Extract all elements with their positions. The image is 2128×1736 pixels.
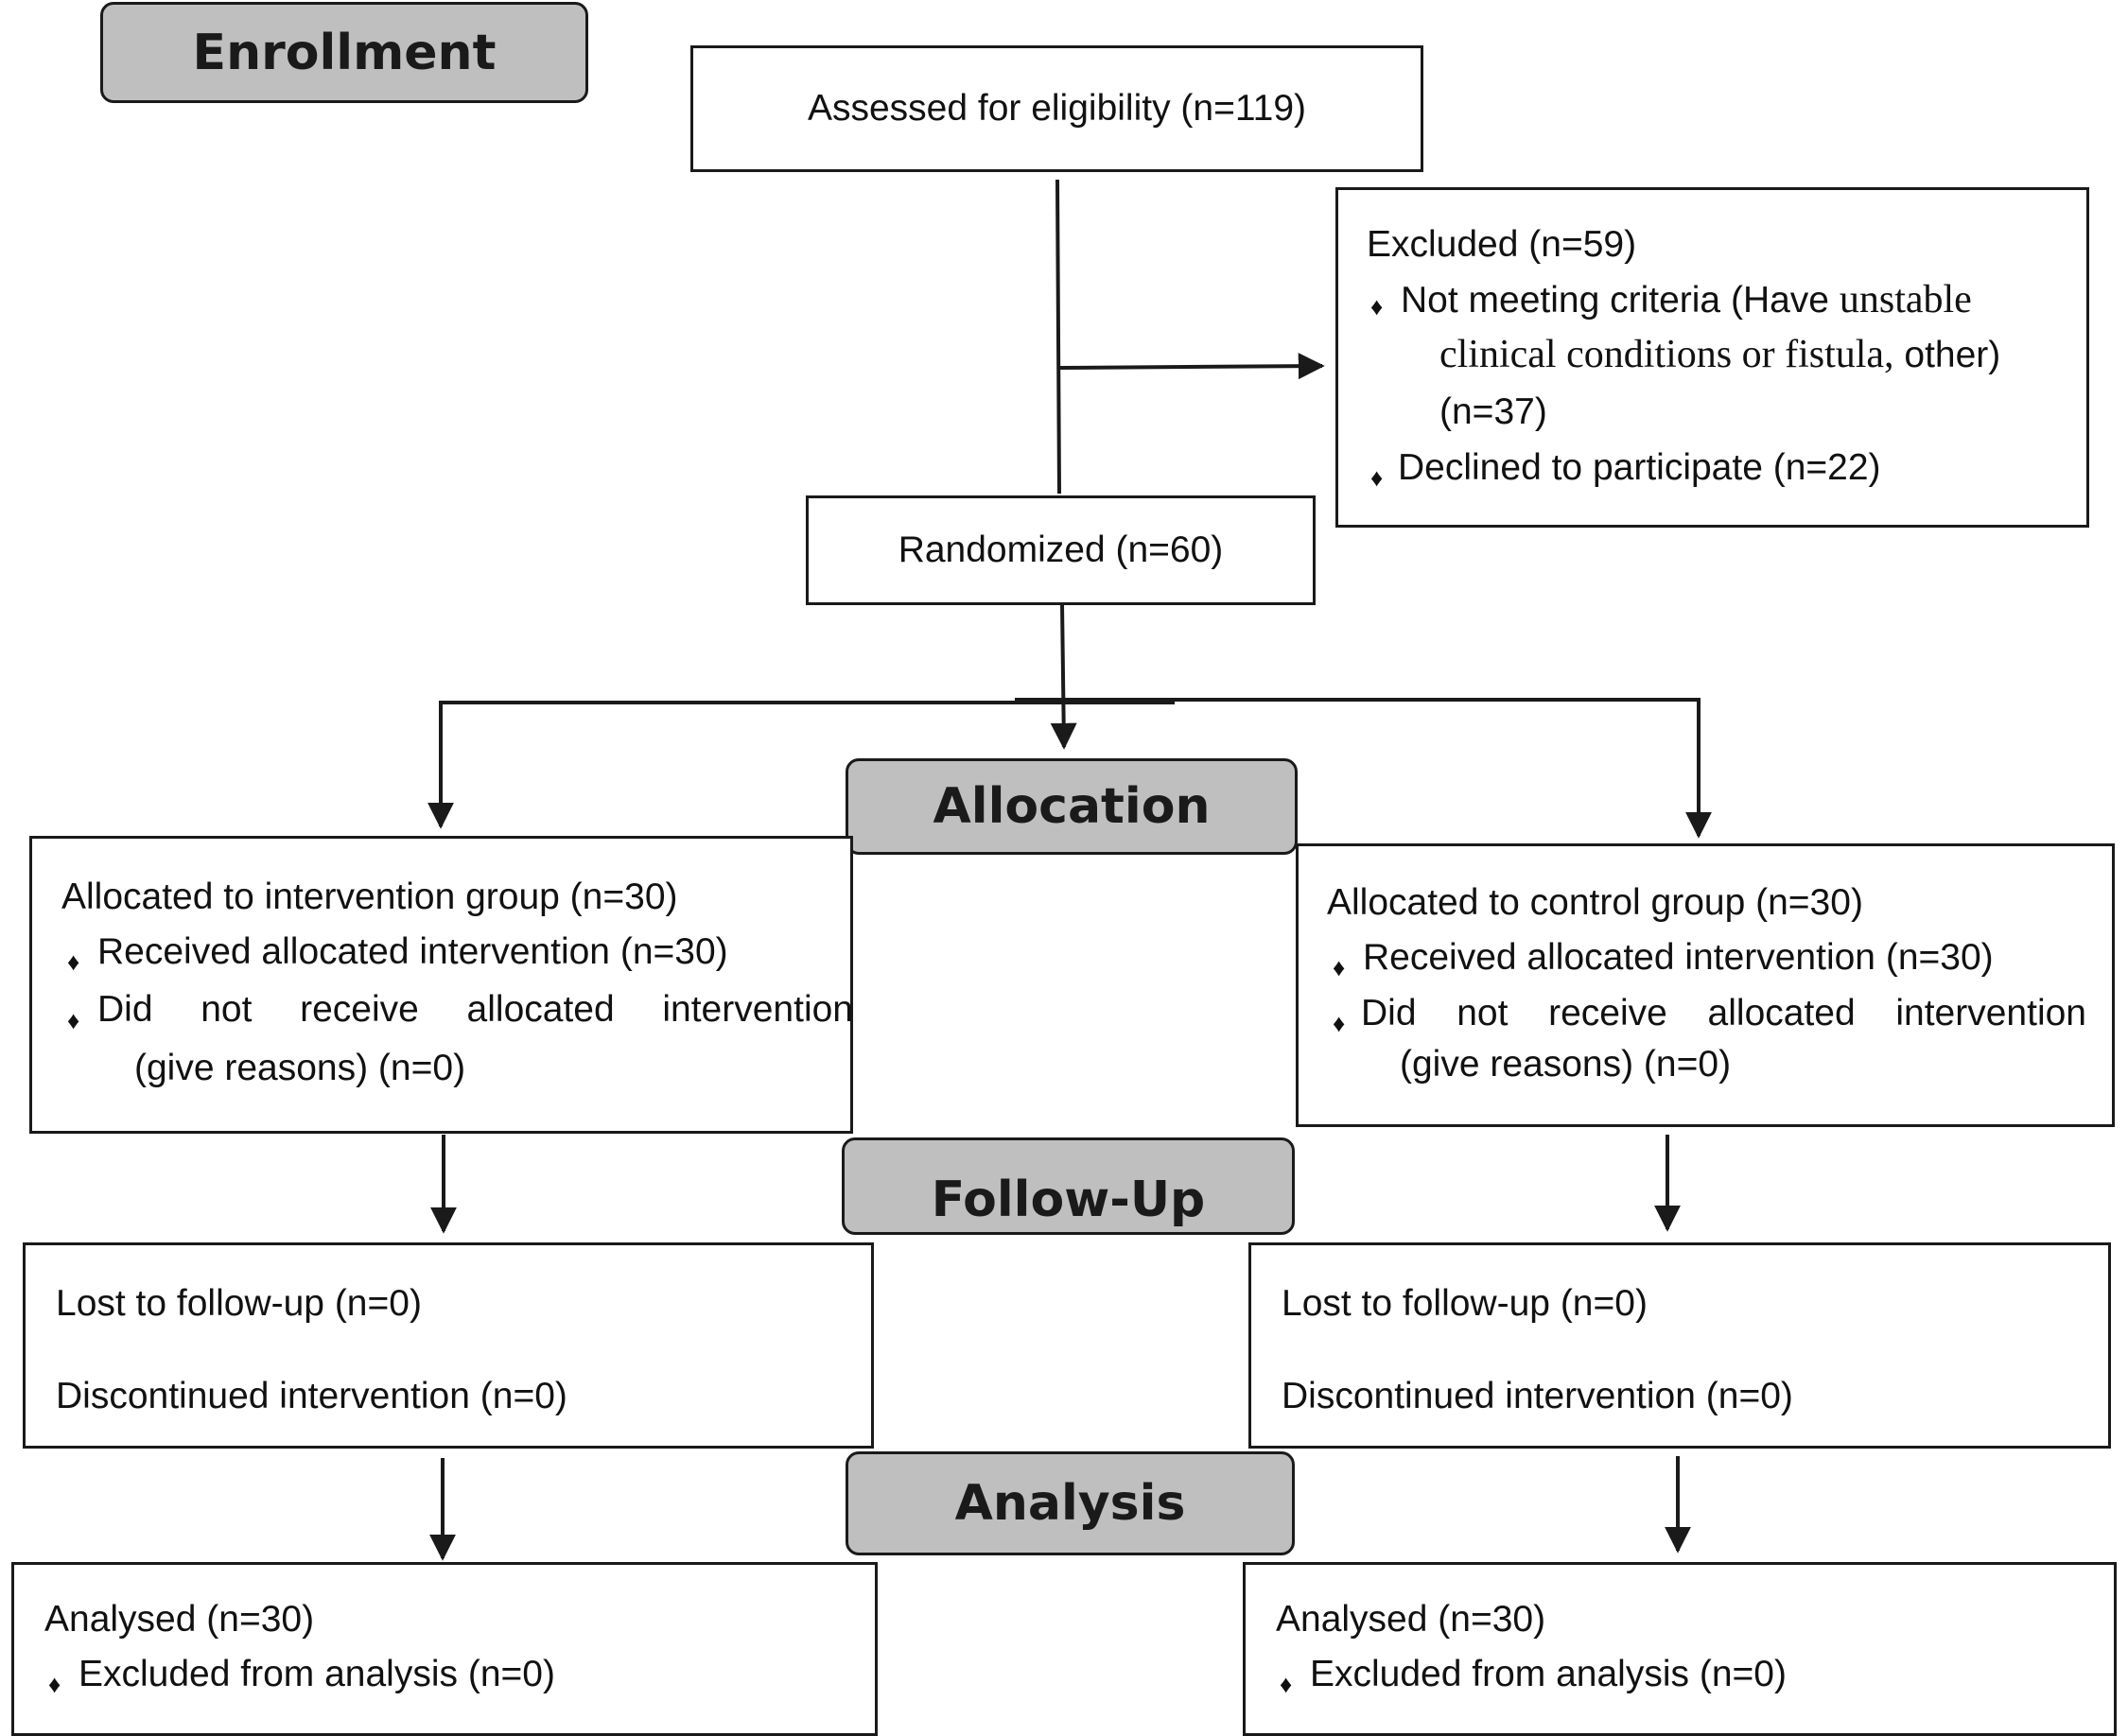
not-received-word: not	[201, 989, 253, 1030]
excluded-declined: Declined to participate (n=22)	[1398, 447, 1881, 488]
excluded-criteria-line2: clinical conditions or fistula, other)	[1439, 335, 2000, 374]
stage-label-enrollment-text: Enrollment	[192, 24, 497, 81]
not-received-word: intervention	[1895, 993, 2086, 1033]
control-not-received-text: Did not receive allocated intervention	[1361, 995, 2086, 1032]
bullet-icon: ♦	[67, 1006, 80, 1034]
bullet-icon: ♦	[48, 1670, 61, 1698]
intervention-analysis-box: Analysed (n=30) ♦ Excluded from analysis…	[11, 1562, 878, 1736]
control-lost-text: Lost to follow-up (n=0)	[1282, 1283, 1648, 1324]
intervention-allocation-box: Allocated to intervention group (n=30) ♦…	[29, 836, 853, 1134]
excluded-criteria-line1: Not meeting criteria (Have unstable	[1401, 280, 1972, 320]
split-line-right	[1015, 698, 1701, 834]
control-discontinued-text: Discontinued intervention (n=0)	[1282, 1376, 1793, 1416]
excluded-criteria-part2: unstable	[1839, 278, 1972, 321]
control-allocation-box: Allocated to control group (n=30) ♦ Rece…	[1296, 843, 2115, 1127]
intervention-received-text: Received allocated intervention (n=30)	[97, 931, 728, 972]
intervention-discontinued-text: Discontinued intervention (n=0)	[56, 1376, 567, 1416]
randomized-text: Randomized (n=60)	[898, 529, 1224, 570]
control-not-received-reason: (give reasons) (n=0)	[1400, 1044, 1732, 1085]
randomized-box: Randomized (n=60)	[806, 495, 1316, 605]
excluded-title: Excluded (n=59)	[1367, 224, 1637, 265]
excluded-criteria-line3: (n=37)	[1439, 391, 1547, 432]
not-received-word: Did	[97, 989, 153, 1030]
excluded-box: Excluded (n=59) ♦ Not meeting criteria (…	[1335, 187, 2089, 528]
stage-label-allocation: Allocation	[846, 758, 1298, 855]
not-received-word: receive	[300, 989, 419, 1030]
not-received-word: Did	[1361, 993, 1417, 1033]
stage-label-enrollment: Enrollment	[100, 2, 588, 103]
bullet-icon: ♦	[1333, 953, 1346, 981]
not-received-word: allocated	[1707, 993, 1856, 1033]
not-received-word: not	[1456, 993, 1509, 1033]
excluded-criteria-line2-end: other)	[1893, 335, 2001, 375]
bullet-icon: ♦	[67, 947, 80, 976]
intervention-excluded-analysis-text: Excluded from analysis (n=0)	[78, 1654, 555, 1694]
excluded-criteria-line2-text: clinical conditions or fistula,	[1439, 333, 1894, 376]
not-received-word: intervention	[662, 989, 853, 1030]
control-allocated-text: Allocated to control group (n=30)	[1327, 882, 1863, 923]
control-followup-box: Lost to follow-up (n=0) Discontinued int…	[1248, 1242, 2111, 1449]
bullet-icon: ♦	[1370, 292, 1384, 321]
intervention-allocated-text: Allocated to intervention group (n=30)	[61, 877, 678, 917]
bullet-icon: ♦	[1370, 463, 1384, 492]
not-received-word: allocated	[466, 989, 615, 1030]
stage-label-analysis: Analysis	[846, 1451, 1295, 1555]
randomized-trunk	[1050, 602, 1077, 750]
control-received-text: Received allocated intervention (n=30)	[1363, 937, 1994, 978]
control-excluded-analysis-text: Excluded from analysis (n=0)	[1310, 1654, 1787, 1694]
intervention-not-received-reason: (give reasons) (n=0)	[134, 1048, 466, 1088]
intervention-lost-text: Lost to follow-up (n=0)	[56, 1283, 422, 1324]
stage-label-allocation-text: Allocation	[933, 778, 1211, 835]
enrollment-trunk	[1055, 179, 1061, 495]
intervention-followup-box: Lost to follow-up (n=0) Discontinued int…	[23, 1242, 874, 1449]
bullet-icon: ♦	[1280, 1670, 1293, 1698]
split-line	[439, 701, 1175, 825]
stage-label-follow-up-text: Follow-Up	[931, 1172, 1206, 1228]
excluded-criteria-part1: Not meeting criteria (Have	[1401, 280, 1840, 321]
assessed-text: Assessed for eligibility (n=119)	[807, 88, 1307, 129]
assessed-box: Assessed for eligibility (n=119)	[690, 45, 1423, 172]
control-analysed-text: Analysed (n=30)	[1276, 1599, 1546, 1640]
intervention-analysed-text: Analysed (n=30)	[44, 1599, 315, 1640]
stage-label-follow-up: Follow-Up	[842, 1137, 1295, 1235]
not-received-word: receive	[1548, 993, 1667, 1033]
intervention-not-received-text: Did not receive allocated intervention	[97, 991, 853, 1028]
control-analysis-box: Analysed (n=30) ♦ Excluded from analysis…	[1243, 1562, 2117, 1736]
stage-label-analysis-text: Analysis	[954, 1475, 1186, 1532]
bullet-icon: ♦	[1333, 1009, 1346, 1037]
arrow-to-excluded	[1058, 353, 1325, 380]
